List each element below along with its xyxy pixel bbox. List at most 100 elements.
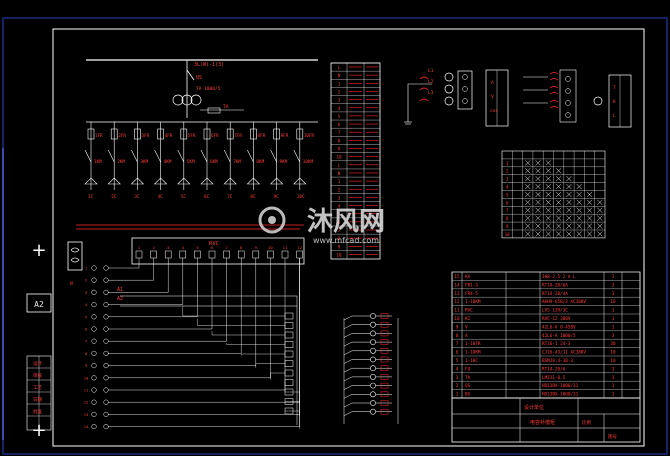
lamp-row-8[interactable] [343,373,392,382]
lamp-icon [370,347,376,354]
output-line-13[interactable]: 13 [84,258,300,417]
svg-text:FR4-5: FR4-5 [465,291,478,297]
svg-text:9: 9 [85,363,88,368]
output-line-14[interactable]: 14 [84,258,300,430]
lamp-row-7[interactable] [343,365,392,373]
lamp-row-5[interactable] [343,347,392,356]
matrix-mark [525,160,531,166]
matrix-mark [535,207,541,213]
lamp-row-9[interactable] [343,382,392,390]
lamp-row-1[interactable] [343,313,392,321]
svg-text:13: 13 [84,412,89,417]
matrix-mark [597,207,603,213]
lamp-row-10[interactable] [343,391,392,399]
terminal-label: 8 [338,236,341,241]
svg-text:A2: A2 [117,296,123,302]
matrix-mark [566,207,572,213]
svg-text:2: 2 [85,278,87,283]
capacitor-label: 3C [134,194,140,200]
matrix-mark [545,223,552,229]
indicator-lamps[interactable] [343,313,399,424]
isolator-switch-icon [186,69,195,81]
meter-panel-left[interactable]: L1 L2 L3 A V cos [404,68,509,127]
meter-panel-right[interactable]: T K L [523,69,632,128]
output-line-2[interactable]: 2 [85,258,154,283]
fuse-icon [180,128,188,140]
matrix-mark [555,199,562,206]
svg-text:3: 3 [612,375,615,381]
terminal-label: 6 [338,220,341,225]
matrix-mark [586,207,593,213]
matrix-mark [535,191,541,198]
rvc-controller [131,237,305,265]
lamp-row-4[interactable] [343,339,392,347]
capacitor-icon [293,177,307,185]
company-name: 设计单位 [524,404,544,411]
svg-text:BX: BX [465,392,471,398]
lamp-row-12[interactable] [343,408,392,416]
lamp-row-6[interactable] [343,356,392,364]
svg-text:4: 4 [456,366,459,372]
svg-text:1: 1 [612,383,615,389]
relay-coil-icon [284,360,294,367]
lamp-row-2[interactable] [343,321,392,329]
terminal-label: L [338,65,341,70]
output-line-5[interactable]: 5 [85,258,294,329]
matrix-mark [566,175,572,182]
svg-text:L2: L2 [428,79,434,85]
rvc-port-label: 1 [138,245,141,250]
matrix-mark [535,223,541,229]
lamp-icon [370,313,376,319]
contactor-icon [200,149,208,163]
svg-text:3: 3 [612,291,615,297]
fuse-label: 4FR [165,133,173,139]
rvc-port-label: 9 [255,245,258,250]
output-line-11[interactable]: 11 [84,258,294,393]
output-line-9[interactable]: 9 [85,258,294,369]
title-block[interactable]: 设计单位 电容补偿柜 比例 图号 [451,397,641,443]
output-line-1[interactable]: 1 [85,258,140,271]
lamp-icon [370,321,376,328]
svg-text:11: 11 [454,308,460,314]
svg-text:审核: 审核 [33,372,42,379]
output-line-10[interactable]: 10 [84,258,294,381]
matrix-mark [566,231,572,237]
output-line-3[interactable]: 3 [85,258,169,295]
svg-text:1: 1 [612,324,615,330]
capacitor-branches[interactable]: 1FR1KM1C2FR2KM2C3FR3KM3C4FR4KM4C5FR5KM5C… [84,122,315,200]
matrix-mark [555,183,562,190]
svg-text:L: L [613,113,616,119]
capacitor-label: 2C [111,194,117,200]
lamp-row-11[interactable] [343,400,392,408]
busbar-section[interactable]: 3L(W)-1(3) QS TA 1000/5 TA [86,59,318,123]
output-line-7[interactable]: 7 [85,258,294,348]
fuse-icon [110,128,118,140]
contactor-label: 5KM [187,159,195,165]
matrix-mark [545,175,552,182]
output-line-8[interactable]: 8 [85,258,294,358]
svg-text:TA: TA [465,375,471,381]
lamp-row-3[interactable] [343,330,392,338]
svg-text:30: 30 [610,341,616,347]
